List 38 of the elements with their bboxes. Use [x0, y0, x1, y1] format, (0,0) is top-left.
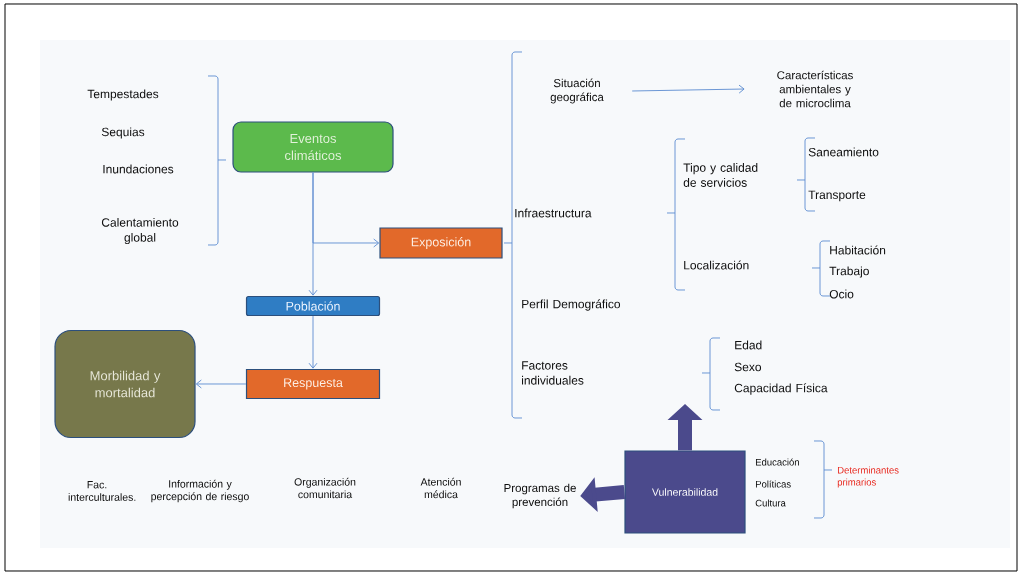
vulnerability-box: Vulnerabilidad [624, 450, 746, 534]
item-label: Sexo [734, 362, 762, 372]
node-text: Situación geográfica [550, 78, 604, 104]
hazard-label: Calentamiento global [101, 217, 179, 245]
arrow [195, 379, 247, 389]
item-label: Edad [735, 340, 762, 350]
arrow [308, 315, 318, 369]
factor-label: Infraestructura [515, 208, 592, 218]
response-label: Organización comunitaria [294, 477, 356, 499]
determinant-label: Políticas [756, 480, 791, 488]
factor-label: Localización [684, 260, 749, 270]
response-label: Fac. interculturales. [68, 481, 136, 501]
determinant-label: Cultura [755, 499, 786, 507]
factor-label: Tipo y calidad de servicios [683, 163, 758, 187]
hazard-label: Inundaciones [103, 164, 174, 174]
item-label: Capacidad Física [734, 383, 828, 395]
response-box: Respuesta [245, 368, 381, 400]
population-box: Población [245, 295, 381, 317]
item-label: Trabajo [829, 266, 869, 278]
hazard-label: Tempestades [87, 89, 159, 101]
outcome-box: Morbilidad y mortalidad [54, 329, 196, 439]
factor-label: Perfil Demográfico [522, 299, 621, 311]
item-label: Transporte [808, 190, 866, 202]
node-text: Programas de prevención [504, 483, 576, 509]
determinant-label: Educación [756, 458, 799, 466]
hazard-label: Sequias [101, 127, 145, 139]
node-text: Características ambientales y de microclima [777, 70, 853, 108]
item-label: Ocio [829, 289, 854, 299]
arrow [631, 84, 745, 94]
arrow [312, 172, 380, 248]
factor-label: Factores individuales [522, 361, 584, 385]
event-box: Eventos climáticos [232, 121, 394, 173]
item-label: Habitación [830, 245, 886, 255]
response-label: Información y percepción de riesgo [151, 479, 249, 503]
determinant-label: Determinantes primarios [837, 466, 899, 488]
response-label: Atención médica [420, 477, 461, 499]
exposure-box: Exposición [379, 227, 503, 259]
item-label: Saneamiento [808, 147, 879, 157]
